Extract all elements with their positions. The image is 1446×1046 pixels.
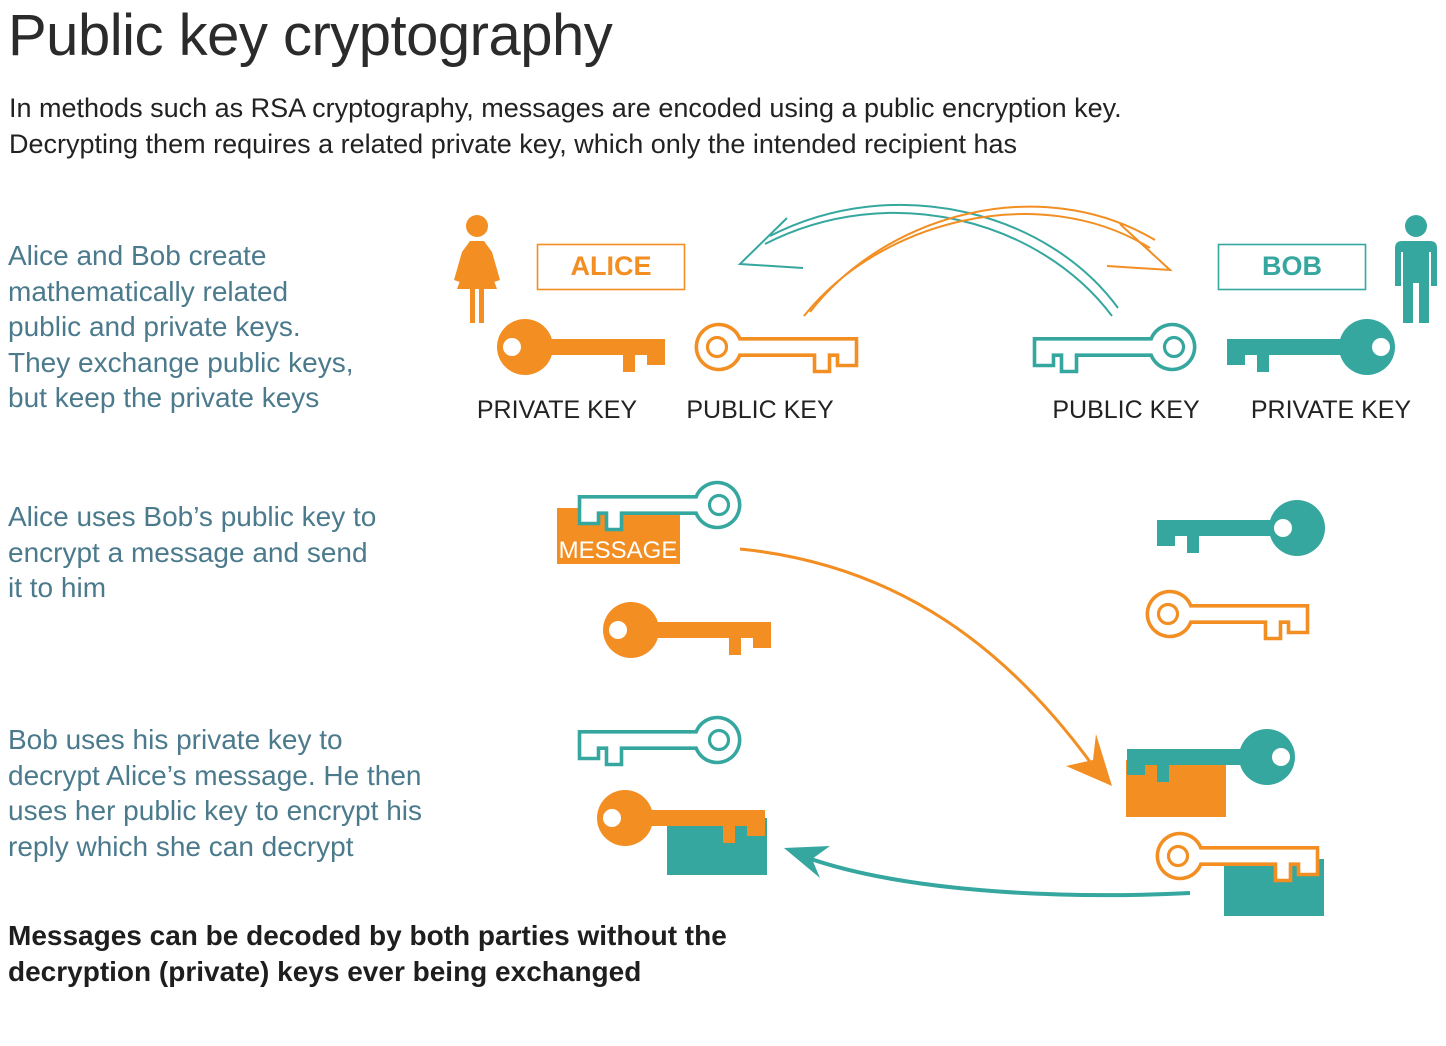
step-2-line: it to him [8,572,107,603]
step-1-line: Alice and Bob create [8,240,267,271]
alice-private-key-icon [497,319,665,375]
step-1-description: Alice and Bob create mathematically rela… [8,238,354,416]
man-icon [1395,215,1437,323]
step-3-line: uses her public key to encrypt his [8,795,422,826]
step-3-description: Bob uses his private key to decrypt Alic… [8,722,422,864]
step-3-line: Bob uses his private key to [8,724,343,755]
alice-label: ALICE [571,251,652,281]
footer-note: Messages can be decoded by both parties … [8,918,727,990]
footer-line-1: Messages can be decoded by both parties … [8,920,727,951]
alice-private-key-icon [603,602,771,658]
alice-public-key-icon [694,322,859,374]
step-3-line: reply which she can decrypt [8,830,354,862]
woman-icon [454,215,500,323]
alice-public-key-label: PUBLIC KEY [686,396,834,424]
footer-line-2: decryption (private) keys ever being exc… [8,956,642,987]
bob-private-key-label: PRIVATE KEY [1251,396,1412,424]
key-hole [1272,748,1290,766]
bob-public-key-label: PUBLIC KEY [1052,396,1200,424]
alice-public-key-icon [1145,589,1310,641]
key-hole [609,621,627,639]
bob-public-key-icon [1032,322,1197,374]
alice-name-tag: ALICE [536,243,686,291]
step-1-line: public and private keys. [8,311,301,342]
step-2-line: Alice uses Bob’s public key to [8,501,377,532]
step-1-line: They exchange public keys, [8,346,354,378]
subtitle-line-1: In methods such as RSA cryptography, mes… [9,93,1122,123]
step-1-line: but keep the private keys [8,382,320,413]
key-hole [1372,338,1390,356]
message-box: MESSAGE [557,508,680,564]
key-hole [1274,519,1292,537]
page-subtitle: In methods such as RSA cryptography, mes… [9,90,1309,162]
bob-private-key-icon [1157,500,1325,556]
exchange-arrow-bob-to-alice [737,203,1119,317]
bob-public-key-icon [577,715,742,767]
bob-name-tag: BOB [1217,243,1367,291]
send-message-arrow [739,547,1112,786]
step-2-line: encrypt a message and send [8,536,368,568]
exchange-arrow-alice-to-bob [803,205,1173,317]
bob-private-key-icon [1227,319,1395,375]
alice-private-key-label: PRIVATE KEY [477,396,638,424]
step-2-description: Alice uses Bob’s public key to encrypt a… [8,499,376,606]
bob-label: BOB [1262,251,1322,281]
message-label: MESSAGE [559,537,678,564]
key-hole [503,338,521,356]
step-1-line: mathematically related [8,275,289,307]
step-3-line: decrypt Alice’s message. He then [8,759,422,791]
reply-arrow [784,846,1191,898]
subtitle-line-2: Decrypting them requires a related priva… [9,129,1018,159]
page-title: Public key cryptography [8,3,613,68]
key-hole [603,809,621,827]
